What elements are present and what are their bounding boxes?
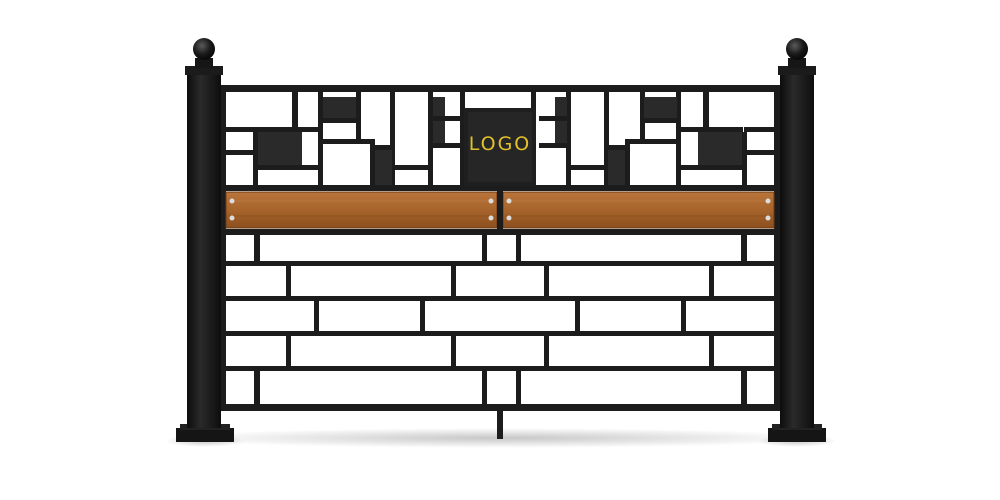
wood-rail-left <box>225 191 498 229</box>
right-post-finial <box>786 38 808 60</box>
center-support-leg <box>497 411 503 439</box>
rail-bolt <box>229 198 235 204</box>
logo-plate: LOGO <box>464 108 536 186</box>
left-post <box>176 38 234 442</box>
rail-bolt <box>506 198 512 204</box>
rail-center-bar <box>497 190 503 230</box>
right-post <box>768 38 826 442</box>
rail-bolt <box>488 198 494 204</box>
rail-bolt <box>506 215 512 221</box>
rail-bolt <box>488 215 494 221</box>
logo-plate-text: LOGO <box>469 133 532 155</box>
brick-grille <box>226 235 774 404</box>
decorative-grille <box>226 92 774 185</box>
wood-rail-right <box>502 191 775 229</box>
rail-bolt <box>765 198 771 204</box>
rail-bolt <box>229 215 235 221</box>
rail-bolt <box>765 215 771 221</box>
left-post-finial <box>193 38 215 60</box>
panel-frame <box>214 85 786 411</box>
